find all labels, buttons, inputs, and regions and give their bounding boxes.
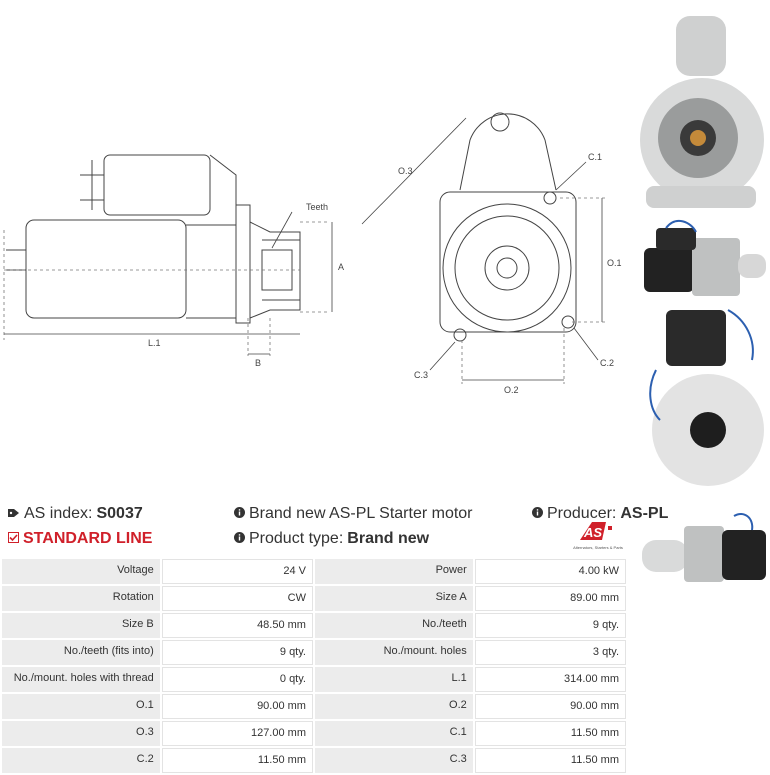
- spec-label: No./teeth: [314, 613, 473, 638]
- product-type: Product type: Brand new: [234, 530, 429, 548]
- dim-c2-label: C.2: [600, 358, 614, 368]
- spec-label: O.2: [314, 694, 473, 719]
- description-text: Brand new AS-PL Starter motor: [249, 505, 473, 522]
- product-photos: [640, 16, 766, 582]
- product-type-label: Product type:: [249, 530, 344, 547]
- dim-b-label: B: [255, 358, 261, 368]
- info-icon: [234, 505, 245, 523]
- photo-angle: [642, 512, 766, 582]
- producer-label: Producer:: [547, 505, 617, 522]
- spec-label: O.1: [2, 694, 160, 719]
- spec-label: Size B: [2, 613, 160, 638]
- spec-value: 89.00 mm: [474, 586, 626, 611]
- product-description: Brand new AS-PL Starter motor: [234, 505, 473, 523]
- spec-label: L.1: [314, 667, 473, 692]
- spec-value: 48.50 mm: [161, 613, 313, 638]
- spec-value: 9 qty.: [474, 613, 626, 638]
- spec-value: 11.50 mm: [474, 721, 626, 746]
- spec-value: CW: [161, 586, 313, 611]
- checkbox-icon: [8, 530, 19, 548]
- svg-text:Alternators, Starters & Parts: Alternators, Starters & Parts: [573, 545, 623, 550]
- dim-c1-label: C.1: [588, 152, 602, 162]
- producer-value: AS-PL: [620, 505, 669, 522]
- spec-label: Rotation: [2, 586, 160, 611]
- standard-line: STANDARD LINE: [8, 530, 152, 548]
- spec-value: 11.50 mm: [474, 748, 626, 773]
- teeth-label: Teeth: [306, 202, 328, 212]
- spec-label: Voltage: [2, 559, 160, 584]
- dim-o1-label: O.1: [607, 258, 622, 268]
- spec-value: 9 qty.: [161, 640, 313, 665]
- as-index-value: S0037: [96, 505, 143, 522]
- technical-drawing: Teeth A L.1 B O.3 C.1 O.1 C.2 C.3 O.2: [3, 112, 622, 395]
- table-row: No./teeth (fits into)9 qty.No./mount. ho…: [2, 640, 626, 665]
- spec-label: Power: [314, 559, 473, 584]
- dim-a-label: A: [338, 262, 344, 272]
- motor-body: [25, 219, 187, 319]
- spec-value: 127.00 mm: [161, 721, 313, 746]
- producer: Producer: AS-PL: [532, 505, 668, 523]
- standard-line-label: STANDARD LINE: [23, 530, 153, 547]
- spec-label: No./teeth (fits into): [2, 640, 160, 665]
- spec-label: O.3: [2, 721, 160, 746]
- photo-side: [644, 219, 766, 296]
- photo-front: [640, 16, 764, 208]
- solenoid: [103, 154, 211, 216]
- spec-label: No./mount. holes with thread: [2, 667, 160, 692]
- spec-label: C.3: [314, 748, 473, 773]
- dim-o2-label: O.2: [504, 385, 519, 395]
- spec-label: C.2: [2, 748, 160, 773]
- spec-label: No./mount. holes: [314, 640, 473, 665]
- dim-c3-label: C.3: [414, 370, 428, 380]
- svg-text:AS: AS: [583, 525, 602, 540]
- spec-value: 0 qty.: [161, 667, 313, 692]
- spec-value: 314.00 mm: [474, 667, 626, 692]
- spec-value: 24 V: [161, 559, 313, 584]
- flange: [439, 191, 577, 333]
- photo-rear: [649, 309, 764, 486]
- info-icon: [532, 505, 543, 523]
- tag-icon: [8, 505, 20, 523]
- as-pl-logo: AS Alternators, Starters & Parts: [573, 522, 623, 550]
- as-index-label: AS index:: [24, 505, 93, 522]
- spec-value: 3 qty.: [474, 640, 626, 665]
- as-index: AS index: S0037: [8, 505, 143, 523]
- spec-label: Size A: [314, 586, 473, 611]
- spec-value: 4.00 kW: [474, 559, 626, 584]
- dim-o3-label: O.3: [398, 166, 413, 176]
- spec-value: 11.50 mm: [161, 748, 313, 773]
- spec-label: C.1: [314, 721, 473, 746]
- dim-l1-label: L.1: [148, 338, 161, 348]
- spec-value: 90.00 mm: [474, 694, 626, 719]
- spec-value: 90.00 mm: [161, 694, 313, 719]
- info-icon: [234, 530, 245, 548]
- product-type-value: Brand new: [347, 530, 430, 547]
